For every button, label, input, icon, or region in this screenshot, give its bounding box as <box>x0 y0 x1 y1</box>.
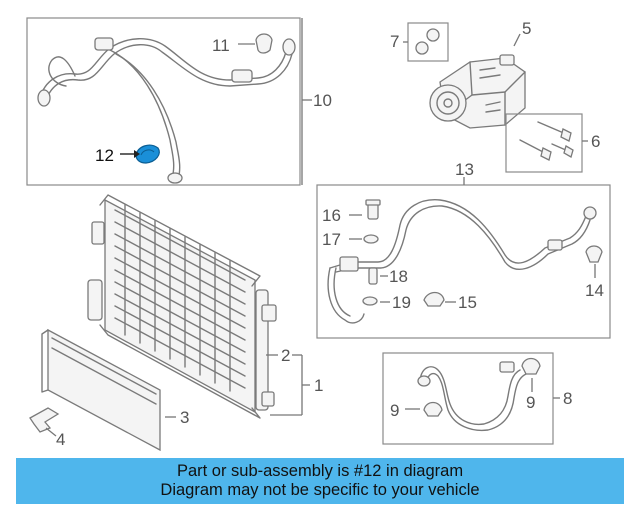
valve-18[interactable] <box>368 267 378 285</box>
callout-16: 16 <box>322 206 341 225</box>
callout-1: 1 <box>314 376 323 395</box>
banner-line-1: Part or sub-assembly is #12 in diagram <box>176 462 464 480</box>
group-6-box <box>505 113 583 173</box>
gasket-12[interactable] <box>135 144 160 164</box>
info-banner: Part or sub-assembly is #12 in diagram D… <box>16 458 624 504</box>
callout-14: 14 <box>585 281 604 300</box>
callout-11: 11 <box>212 36 230 55</box>
callout-13: 13 <box>455 160 474 179</box>
clip-9-right[interactable] <box>521 357 541 375</box>
group-10-box <box>26 17 301 186</box>
callout-9-right: 9 <box>526 393 535 412</box>
callout-6: 6 <box>591 132 600 151</box>
group-7-box <box>407 22 449 62</box>
bolts-6[interactable] <box>519 121 574 161</box>
callout-9-left: 9 <box>390 401 399 420</box>
seal-kit-7[interactable] <box>415 28 440 55</box>
discharge-hose-8[interactable] <box>417 361 527 432</box>
switch-16[interactable] <box>365 199 381 220</box>
suction-hose-10[interactable] <box>37 37 296 184</box>
clip-14[interactable] <box>585 245 603 263</box>
banner-line-2: Diagram may not be specific to your vehi… <box>160 481 480 499</box>
clip-15[interactable] <box>423 291 445 307</box>
o-ring-19[interactable] <box>362 296 378 306</box>
o-ring-17[interactable] <box>363 234 379 244</box>
clip-11[interactable] <box>255 33 273 54</box>
liquid-line-13[interactable] <box>327 199 597 324</box>
clip-9-left[interactable] <box>423 401 443 417</box>
callout-10: 10 <box>313 91 332 110</box>
callout-2: 2 <box>281 346 290 365</box>
callout-15: 15 <box>458 293 477 312</box>
seal-panel-3[interactable] <box>41 328 161 452</box>
bracket-4[interactable] <box>29 407 60 433</box>
callout-5: 5 <box>522 19 531 38</box>
callout-19: 19 <box>392 293 411 312</box>
callout-4: 4 <box>56 430 65 449</box>
callout-8: 8 <box>563 389 572 408</box>
callout-17: 17 <box>322 230 341 249</box>
callout-12[interactable]: 12 <box>95 146 114 165</box>
callout-18: 18 <box>389 267 408 286</box>
callout-3: 3 <box>180 408 189 427</box>
condenser-1[interactable] <box>87 194 277 419</box>
compressor-5[interactable] <box>429 54 526 129</box>
callout-7: 7 <box>390 32 399 51</box>
